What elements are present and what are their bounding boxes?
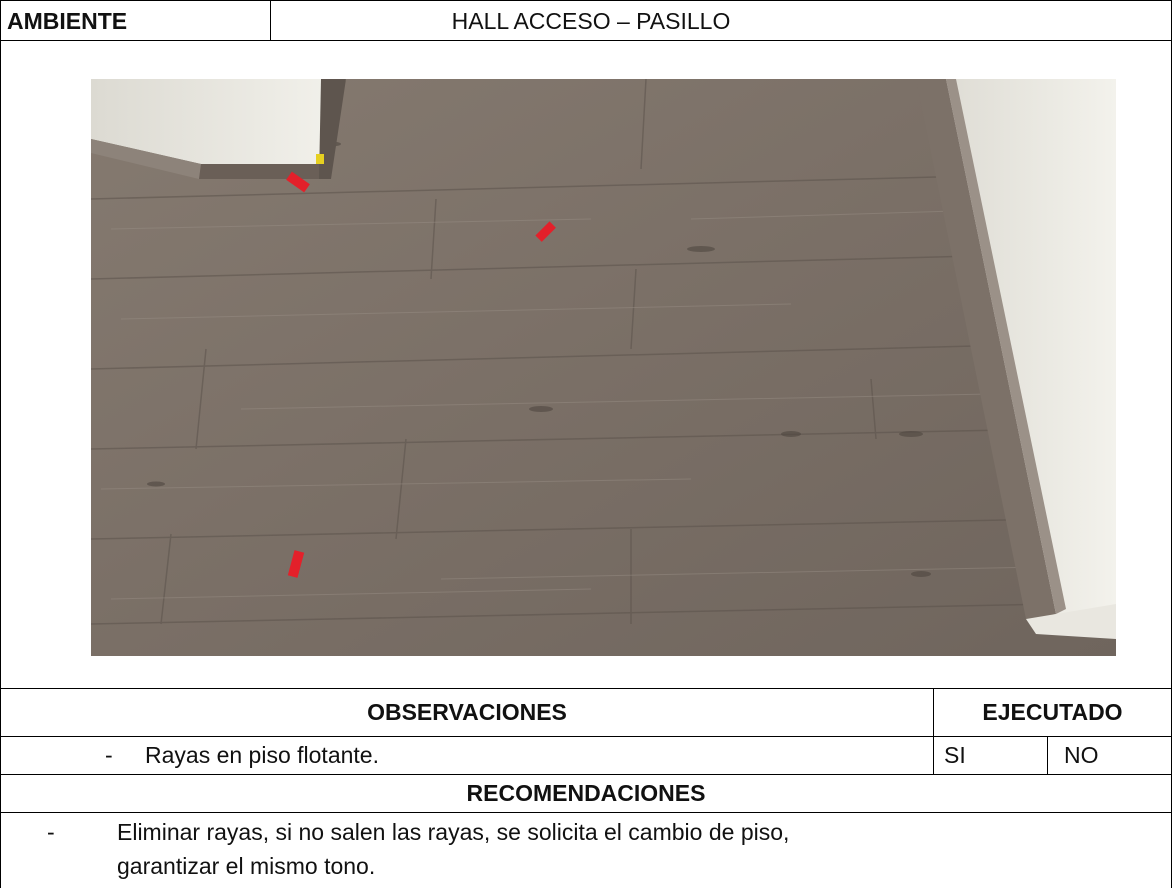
ejecutado-label: EJECUTADO: [982, 699, 1123, 725]
no-cell[interactable]: NO: [1048, 736, 1172, 774]
observaciones-title: OBSERVACIONES: [367, 699, 567, 725]
ejecutado-header-cell: EJECUTADO: [934, 688, 1172, 736]
observacion-bullet: -: [105, 742, 113, 768]
si-cell[interactable]: SI: [934, 736, 1048, 774]
no-label: NO: [1064, 742, 1099, 768]
ambiente-label-cell: AMBIENTE: [0, 0, 271, 41]
recomendaciones-body-cell: - Eliminar rayas, si no salen las rayas,…: [0, 812, 1172, 888]
ambiente-label: AMBIENTE: [7, 7, 128, 34]
observaciones-header-cell: OBSERVACIONES: [0, 688, 934, 736]
recomendacion-line-2: garantizar el mismo tono.: [117, 853, 376, 879]
observacion-item-cell: - Rayas en piso flotante.: [0, 736, 934, 774]
ambiente-value-cell: HALL ACCESO – PASILLO: [271, 0, 1172, 41]
recomendaciones-title: RECOMENDACIONES: [466, 780, 706, 806]
si-label: SI: [944, 742, 966, 768]
floor-photo: [91, 79, 1116, 656]
recomendacion-line-1: Eliminar rayas, si no salen las rayas, s…: [117, 819, 790, 845]
recomendacion-bullet: -: [47, 819, 55, 845]
recomendaciones-header-cell: RECOMENDACIONES: [0, 774, 1172, 812]
ambiente-value: HALL ACCESO – PASILLO: [451, 7, 731, 34]
observacion-text: Rayas en piso flotante.: [145, 742, 379, 768]
